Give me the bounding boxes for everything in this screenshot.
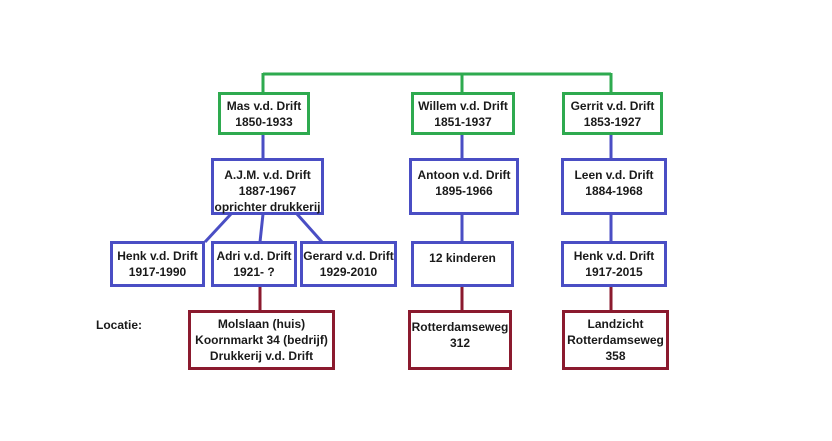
node-mas: Mas v.d. Drift 1850-1933: [218, 92, 310, 135]
locatie-label: Locatie:: [96, 318, 143, 332]
node-name: Gerard v.d. Drift: [303, 249, 394, 263]
node-henk-1917-1990: Henk v.d. Drift 1917-1990: [110, 241, 205, 287]
location-rotterdamseweg-312: Rotterdamseweg 312: [408, 310, 512, 370]
node-years: 1895-1966: [435, 184, 493, 198]
node-name: 12 kinderen: [429, 251, 496, 265]
node-years: 1851-1937: [434, 114, 492, 129]
node-name: Henk v.d. Drift: [573, 249, 655, 263]
node-12-kinderen: 12 kinderen: [411, 241, 514, 287]
node-leen: Leen v.d. Drift 1884-1968: [561, 158, 667, 215]
node-years: 1853-1927: [583, 114, 642, 129]
location-line: Drukkerij v.d. Drift: [209, 349, 314, 363]
node-note: oprichter drukkerij: [214, 200, 321, 214]
node-gerrit: Gerrit v.d. Drift 1853-1927: [562, 92, 663, 135]
location-landzicht: Landzicht Rotterdamseweg 358: [562, 310, 669, 370]
location-line: Landzicht: [587, 317, 644, 331]
node-gerard: Gerard v.d. Drift 1929-2010: [300, 241, 397, 287]
node-ajm: A.J.M. v.d. Drift 1887-1967 oprichter dr…: [211, 158, 324, 215]
node-years: 1917-2015: [585, 265, 643, 279]
location-line: Rotterdamseweg: [411, 320, 509, 334]
node-name: Leen v.d. Drift: [574, 168, 654, 182]
node-name: Adri v.d. Drift: [216, 249, 292, 263]
location-line: Koornmarkt 34 (bedrijf): [195, 333, 328, 347]
node-name: A.J.M. v.d. Drift: [224, 168, 311, 182]
node-years: 1921- ?: [233, 265, 275, 279]
node-antoon: Antoon v.d. Drift 1895-1966: [409, 158, 519, 215]
connector-ajm-gerard: [295, 213, 324, 243]
node-henk-1917-2015: Henk v.d. Drift 1917-2015: [561, 241, 667, 287]
location-line: Rotterdamseweg: [567, 333, 664, 347]
location-line: 358: [605, 349, 626, 363]
node-years: 1929-2010: [319, 265, 378, 279]
connector-ajm-henk: [203, 212, 233, 244]
node-name: Willem v.d. Drift: [418, 98, 508, 113]
node-adri: Adri v.d. Drift 1921- ?: [211, 241, 297, 287]
node-name: Henk v.d. Drift: [117, 249, 198, 263]
node-years: 1917-1990: [128, 265, 187, 279]
node-name: Antoon v.d. Drift: [417, 168, 511, 182]
node-name: Mas v.d. Drift: [226, 98, 302, 113]
node-willem: Willem v.d. Drift 1851-1937: [411, 92, 515, 135]
connector-ajm-adri: [258, 213, 265, 243]
node-years: 1884-1968: [585, 184, 643, 198]
location-molslaan: Molslaan (huis) Koornmarkt 34 (bedrijf) …: [188, 310, 335, 370]
node-years: 1887-1967: [238, 184, 297, 198]
node-years: 1850-1933: [235, 114, 293, 129]
location-line: 312: [449, 336, 471, 350]
node-name: Gerrit v.d. Drift: [570, 98, 655, 113]
location-line: Molslaan (huis): [217, 317, 306, 331]
